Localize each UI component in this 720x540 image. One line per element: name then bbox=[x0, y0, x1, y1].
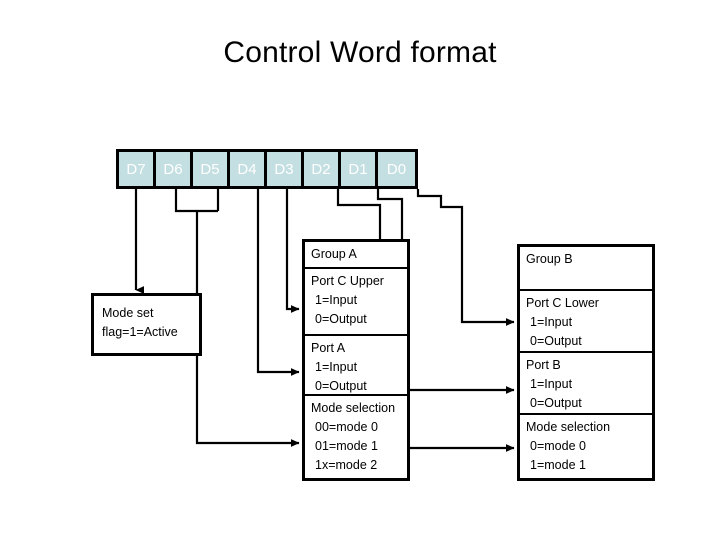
bit-d2[interactable]: D2 bbox=[304, 152, 341, 186]
conn-d1-portb bbox=[376, 189, 515, 394]
bit-d7[interactable]: D7 bbox=[119, 152, 156, 186]
port-a-line2: 0=Output bbox=[315, 379, 367, 393]
group-b-port-b-row: Port B 1=Input 0=Output bbox=[520, 353, 652, 415]
port-c-upper-line1: 1=Input bbox=[315, 293, 358, 307]
bit-d6[interactable]: D6 bbox=[156, 152, 193, 186]
conn-d2-modeselb bbox=[336, 189, 515, 452]
conn-d0-portclower bbox=[416, 189, 515, 326]
group-a-mode-selection-row: Mode selection 00=mode 0 01=mode 1 1x=mo… bbox=[305, 396, 407, 478]
group-b-port-c-lower-row: Port C Lower 1=Input 0=Output bbox=[520, 291, 652, 353]
group-a-port-a-row: Port A 1=Input 0=Output bbox=[305, 336, 407, 396]
port-a-line1: 1=Input bbox=[315, 360, 358, 374]
mode-set-flag-box: Mode set flag=1=Active bbox=[91, 293, 202, 356]
group-a-port-c-upper-row: Port C Upper 1=Input 0=Output bbox=[305, 269, 407, 336]
conn-d4-porta bbox=[256, 189, 300, 376]
group-a-header-row: Group A bbox=[305, 242, 407, 269]
port-c-upper-title: Port C Upper bbox=[311, 274, 384, 288]
group-a-mode-line2: 01=mode 1 bbox=[315, 439, 378, 453]
port-a-title: Port A bbox=[311, 341, 346, 355]
port-c-lower-title: Port C Lower bbox=[526, 296, 599, 310]
bit-d3[interactable]: D3 bbox=[267, 152, 304, 186]
group-b-header: Group B bbox=[526, 252, 573, 266]
group-a-table: Group A Port C Upper 1=Input 0=Output Po… bbox=[302, 239, 410, 481]
mode-set-line1: Mode set bbox=[102, 306, 154, 320]
conn-modesel-a bbox=[195, 211, 300, 447]
port-c-lower-line2: 0=Output bbox=[530, 334, 582, 348]
group-b-mode-line2: 1=mode 1 bbox=[530, 458, 586, 472]
port-b-line1: 1=Input bbox=[530, 377, 573, 391]
bit-d4[interactable]: D4 bbox=[230, 152, 267, 186]
group-a-header: Group A bbox=[311, 247, 357, 261]
bit-d0[interactable]: D0 bbox=[378, 152, 415, 186]
group-a-mode-line1: 00=mode 0 bbox=[315, 420, 378, 434]
group-b-mode-selection-title: Mode selection bbox=[526, 420, 611, 434]
bit-d5[interactable]: D5 bbox=[193, 152, 230, 186]
group-a-mode-selection-title: Mode selection bbox=[311, 401, 396, 415]
group-b-header-row: Group B bbox=[520, 247, 652, 291]
conn-d3-portcupper bbox=[285, 189, 300, 313]
page-title: Control Word format bbox=[223, 36, 497, 69]
group-a-mode-line3: 1x=mode 2 bbox=[315, 458, 378, 472]
port-b-line2: 0=Output bbox=[530, 396, 582, 410]
port-c-lower-line1: 1=Input bbox=[530, 315, 573, 329]
group-b-mode-selection-row: Mode selection 0=mode 0 1=mode 1 bbox=[520, 415, 652, 478]
port-b-title: Port B bbox=[526, 358, 561, 372]
conn-d6-merge bbox=[174, 189, 218, 213]
port-c-upper-line2: 0=Output bbox=[315, 312, 367, 326]
group-b-table: Group B Port C Lower 1=Input 0=Output Po… bbox=[517, 244, 655, 481]
group-b-mode-line1: 0=mode 0 bbox=[530, 439, 586, 453]
bit-d1[interactable]: D1 bbox=[341, 152, 378, 186]
control-word-bit-row: D7 D6 D5 D4 D3 D2 D1 D0 bbox=[116, 149, 418, 189]
mode-set-line2: flag=1=Active bbox=[102, 325, 178, 339]
